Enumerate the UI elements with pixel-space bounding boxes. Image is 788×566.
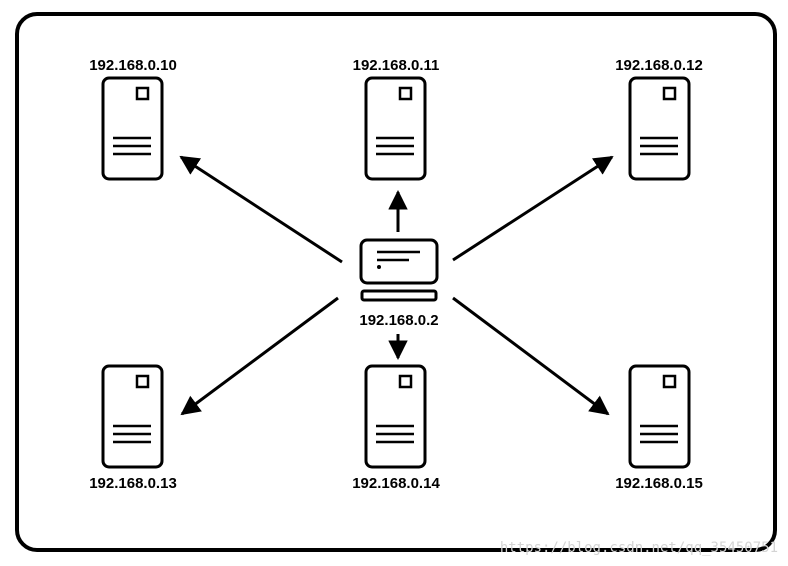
arrow-to-server-12 [452,155,614,262]
arrow-to-server-13 [180,296,339,416]
server-ip-label: 192.168.0.10 [89,57,177,74]
client-ip-label: 192.168.0.2 [359,312,438,329]
server-icon [101,76,164,181]
server-node-15: 192.168.0.15 [615,364,703,492]
server-node-13: 192.168.0.13 [89,364,177,492]
arrow-to-server-15 [452,296,610,416]
server-node-10: 192.168.0.10 [89,57,177,181]
server-icon [628,76,691,181]
server-node-11: 192.168.0.11 [353,57,440,181]
server-icon [364,364,427,469]
client-node: 192.168.0.2 [359,238,439,329]
server-ip-label: 192.168.0.14 [352,475,440,492]
server-ip-label: 192.168.0.12 [615,57,703,74]
server-ip-label: 192.168.0.15 [615,475,703,492]
server-icon [628,364,691,469]
server-ip-label: 192.168.0.13 [89,475,177,492]
watermark-text: https://blog.csdn.net/qq_35450751 [500,540,778,556]
server-ip-label: 192.168.0.11 [353,57,440,74]
server-icon [101,364,164,469]
server-node-12: 192.168.0.12 [615,57,703,181]
arrow-to-server-10 [179,155,343,264]
laptop-icon [359,238,439,302]
connections [179,155,614,416]
server-icon [364,76,427,181]
server-node-14: 192.168.0.14 [352,364,440,492]
